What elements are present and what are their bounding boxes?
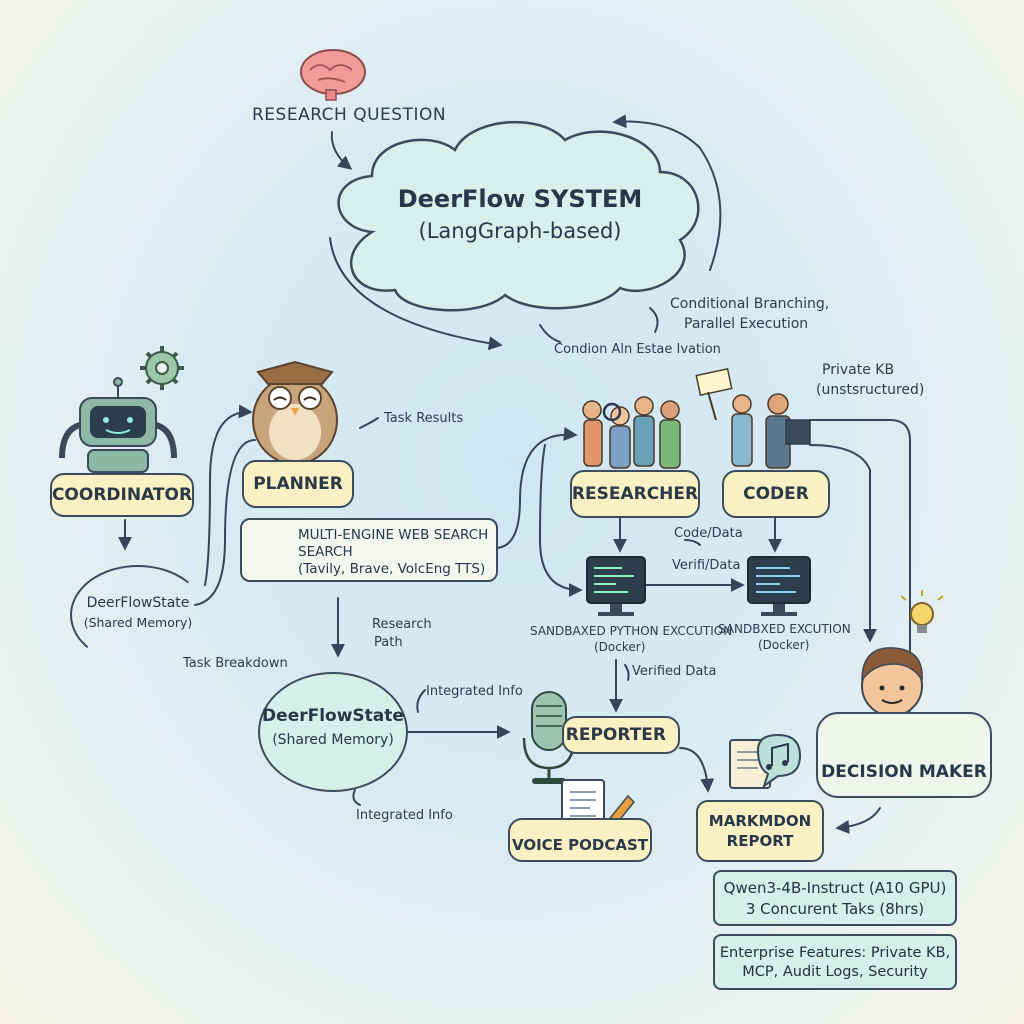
state-small-line1: DeerFlowState	[86, 595, 190, 611]
researcher-node: RESEARCHER	[570, 470, 700, 518]
code-data-label: Code/Data	[674, 526, 743, 541]
research-question-label: RESEARCH QUESTION	[252, 105, 447, 125]
enterprise-info-box: Enterprise Features: Private KB, MCP, Au…	[713, 934, 957, 990]
qwen-info-box: Qwen3-4B-Instruct (A10 GPU) 3 Concurent …	[713, 870, 957, 926]
robot-icon	[59, 377, 177, 473]
research-path-label-2: Path	[374, 635, 403, 650]
enterprise-line1: Enterprise Features: Private KB,	[719, 944, 951, 961]
sandbox-exec-docker: (Docker)	[758, 638, 810, 652]
system-subtitle-text: (LangGraph-based)	[418, 219, 622, 243]
decision-maker-label: DECISION MAKER	[821, 762, 987, 782]
web-search-box: MULTI-ENGINE WEB SEARCH SEARCH (Tavily, …	[240, 518, 498, 582]
enterprise-line2: MCP, Audit Logs, Security	[742, 963, 928, 980]
task-results-label: Task Results	[384, 411, 464, 426]
markdown-line2: REPORT	[726, 832, 794, 850]
integrated-info-top-label: Integrated Info	[426, 684, 523, 699]
private-kb-label: Private KB	[822, 362, 895, 378]
web-search-line3: (Tavily, Brave, VolcEng TTS)	[298, 561, 486, 577]
planner-node: PLANNER	[242, 460, 354, 508]
shared-memory-small: DeerFlowState (Shared Memory)	[70, 565, 206, 665]
unstructured-label: (unstsructured)	[816, 382, 925, 398]
conditional-branching-label: Conditional Branching,	[670, 296, 830, 312]
system-title: DeerFlow SYSTEM (LangGraph-based)	[390, 185, 650, 243]
parallel-execution-label: Parallel Execution	[684, 316, 809, 332]
reporter-node: REPORTER	[562, 716, 680, 754]
monitor-icon	[586, 556, 646, 616]
researchers-icon	[582, 396, 681, 469]
state-small-line2: (Shared Memory)	[83, 615, 193, 630]
monitor-icon	[747, 556, 811, 616]
system-title-text: DeerFlow SYSTEM	[397, 185, 643, 213]
sandbox-exec-label: SANDBXED EXCUTION	[718, 622, 851, 636]
coordinator-node: COORDINATOR	[50, 473, 194, 517]
task-breakdown-label: Task Breakdown	[183, 656, 288, 671]
integrated-info-bottom-label: Integrated Info	[356, 808, 453, 823]
lightbulb-icon	[900, 590, 944, 633]
verified-data-label: Verified Data	[632, 664, 717, 679]
state-big-line1: DeerFlowState	[262, 706, 404, 726]
coders-icon	[695, 368, 811, 469]
voice-podcast-node: VOICE PODCAST	[508, 818, 652, 862]
gear-icon	[140, 346, 184, 390]
owl-icon	[252, 360, 338, 470]
markdown-report-node: MARKMDON REPORT	[696, 800, 824, 862]
condition-misc-label: Condion Aln Estae Ivation	[554, 342, 721, 357]
research-path-label-1: Research	[372, 617, 432, 632]
state-big-line2: (Shared Memory)	[272, 732, 394, 748]
qwen-line1: Qwen3-4B-Instruct (A10 GPU)	[723, 878, 947, 897]
brain-icon	[300, 49, 366, 101]
coder-node: CODER	[722, 470, 830, 518]
qwen-line2: 3 Concurent Taks (8hrs)	[745, 899, 925, 918]
music-note-icon	[756, 733, 802, 789]
sandbox-python-label: SANDBAXED PYTHON EXCCUTION	[530, 624, 733, 638]
sandbox-python-docker: (Docker)	[594, 640, 646, 654]
decision-maker-node: DECISION MAKER	[816, 712, 992, 798]
microphone-icon	[522, 691, 576, 784]
shared-memory-big: DeerFlowState (Shared Memory)	[258, 672, 408, 792]
verifi-data-label: Verifi/Data	[672, 558, 741, 573]
web-search-line1: MULTI-ENGINE WEB SEARCH	[298, 527, 489, 543]
markdown-line1: MARKMDON	[708, 812, 812, 830]
web-search-line2: SEARCH	[298, 544, 353, 560]
